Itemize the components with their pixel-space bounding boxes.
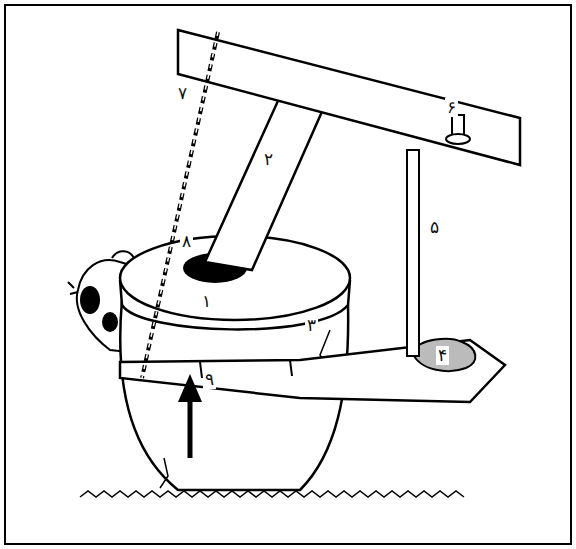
ground-hatch [80, 491, 464, 497]
top-beam [178, 30, 520, 165]
callout-number: ۱ [200, 292, 213, 311]
frame [5, 5, 571, 544]
callout-number: ۵ [428, 218, 441, 237]
callout-number: ۷ [176, 84, 189, 103]
callout-number: ۴ [436, 346, 449, 365]
callout-number: ۶ [445, 98, 458, 117]
upward-arrow [178, 374, 202, 458]
callout-number: ۳ [305, 316, 318, 335]
callout-number: ۹ [203, 370, 216, 389]
callout-number: ۲ [262, 150, 275, 169]
vertical-rod [407, 150, 419, 356]
callout-number: ۸ [180, 232, 193, 251]
chain [142, 32, 218, 378]
pestle [205, 92, 328, 270]
weight-stone [412, 339, 475, 371]
